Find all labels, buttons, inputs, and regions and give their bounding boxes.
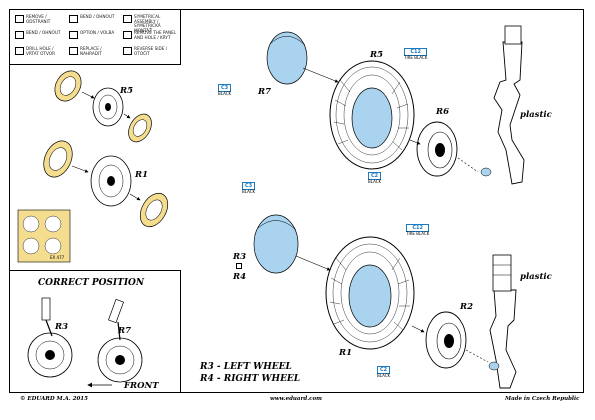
symbol-legend: REMOVE / ODSTRANIT BEND / OHNOUT SYMETRI…	[9, 9, 181, 65]
correct-position-sketch	[27, 297, 143, 388]
part-label: plastic	[520, 272, 552, 282]
left-wheel-exploded-r5	[54, 70, 152, 143]
part-label: R1	[135, 170, 148, 180]
left-wheel-exploded-r1	[43, 140, 169, 228]
part-label: R7	[258, 87, 271, 97]
mask-code: EX 477	[50, 255, 65, 260]
reverse-icon	[123, 47, 132, 55]
correct-position-title: CORRECT POSITION	[38, 278, 145, 288]
front-label: FRONT	[124, 381, 159, 391]
blue-mask-r7	[266, 31, 308, 85]
top-wheel-assembly	[266, 25, 525, 185]
made-in: Made in Czech Republic	[505, 396, 580, 402]
part-label: R5	[370, 50, 383, 60]
part-label: R7	[118, 326, 131, 336]
part-label: R3	[233, 252, 246, 262]
option-icon	[69, 31, 78, 39]
mask-sheet	[17, 209, 71, 263]
drill-icon	[15, 47, 24, 55]
part-label: R5	[120, 86, 133, 96]
part-label: R1	[339, 348, 352, 358]
part-label: R4	[233, 272, 246, 282]
legend-item: REMOVE THE PANEL AND HOLE / KRYT	[123, 30, 179, 40]
strut-plastic	[493, 41, 525, 185]
legend-item: OPTION / VOLBA	[69, 30, 119, 39]
legend-item: REVERSE SIDE / OTOČIT	[123, 46, 179, 56]
legend-item: SYMETRICAL ASSEMBLY / SYMETRICKÁ MONTÁŽ	[123, 14, 179, 33]
part-label: plastic	[520, 110, 552, 120]
legend-item: BEND / OHNOUT	[15, 30, 65, 39]
left-wheel-note: R3 - LEFT WHEEL	[200, 362, 292, 372]
sheet-border	[9, 9, 584, 393]
correct-position-panel	[9, 270, 181, 393]
legend-item: REPLACE / NAHRADIT	[69, 46, 119, 56]
remove-icon	[15, 15, 24, 23]
part-label: R6	[436, 107, 449, 117]
bottom-wheel-assembly	[253, 214, 517, 389]
panel-icon	[123, 31, 132, 39]
legend-item: REMOVE / ODSTRANIT	[15, 14, 65, 24]
legend-item: BEND / OHNOUT	[69, 14, 119, 23]
r3-r4-icon	[236, 263, 242, 269]
replace-icon	[69, 47, 78, 55]
bend-2-icon	[15, 31, 24, 39]
website: www.eduard.com	[270, 396, 322, 402]
bend-icon	[69, 15, 78, 23]
symmetric-icon	[123, 15, 132, 23]
blue-mask-r3	[253, 214, 299, 274]
right-wheel-note: R4 - RIGHT WHEEL	[200, 374, 301, 384]
strut-plastic	[489, 289, 517, 389]
part-label: R2	[460, 302, 473, 312]
part-label: R3	[55, 322, 68, 332]
legend-item: DRILL HOLE / VRTAT OTVOR	[15, 46, 65, 56]
copyright: © EDUARD M.A. 2015	[20, 396, 88, 402]
